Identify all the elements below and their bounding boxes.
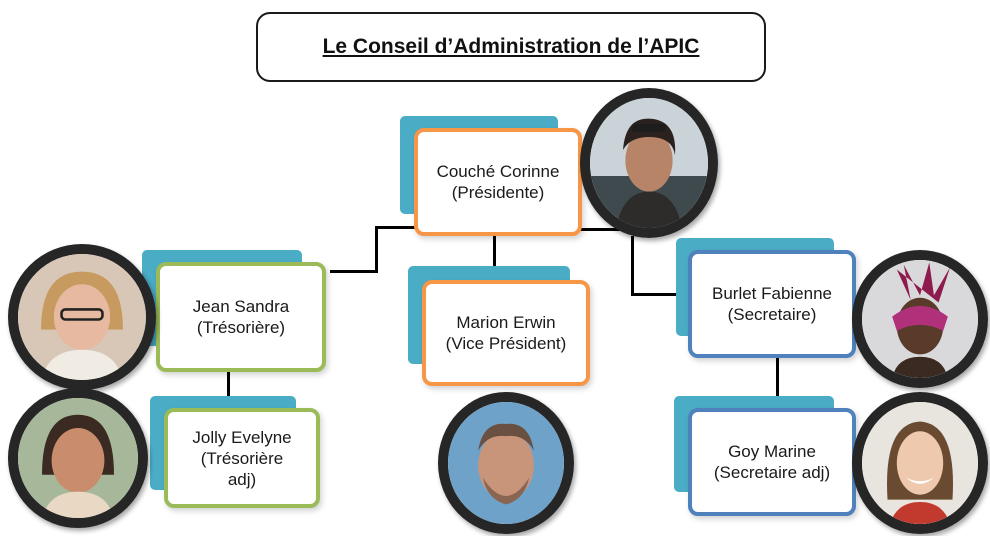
connector — [631, 236, 634, 296]
portrait-icon — [448, 402, 564, 524]
portrait-icon — [18, 254, 146, 380]
connector — [375, 226, 378, 272]
tresoriere-photo — [8, 244, 156, 390]
chart-title: Le Conseil d’Administration de l’APIC — [322, 35, 700, 58]
secretaire-adj-photo — [852, 392, 988, 534]
portrait-icon — [18, 398, 138, 518]
vice-president-name: Marion Erwin — [456, 313, 556, 332]
title-box: Le Conseil d’Administration de l’APIC — [256, 12, 766, 82]
connector — [580, 228, 634, 231]
connector — [227, 372, 230, 410]
vice-president-photo — [438, 392, 574, 534]
president-name: Couché Corinne — [436, 162, 560, 181]
secretaire-name: Burlet Fabienne — [711, 284, 833, 303]
president-card: Couché Corinne (Présidente) — [414, 128, 582, 236]
vice-president-card: Marion Erwin (Vice Président) — [422, 280, 590, 386]
secretaire-card: Burlet Fabienne (Secretaire) — [688, 250, 856, 358]
connector — [330, 270, 378, 273]
tresoriere-card: Jean Sandra (Trésorière) — [156, 262, 326, 372]
tresoriere-adj-name: Jolly Evelyne — [192, 427, 292, 447]
connector — [631, 293, 689, 296]
tresoriere-role: (Trésorière) — [196, 318, 286, 337]
connector — [375, 226, 417, 229]
tresoriere-name: Jean Sandra — [192, 297, 290, 316]
secretaire-adj-role: (Secretaire adj) — [713, 463, 831, 482]
secretaire-photo — [852, 250, 988, 388]
secretaire-role: (Secretaire) — [727, 305, 817, 324]
secretaire-adj-card: Goy Marine (Secretaire adj) — [688, 408, 856, 516]
vice-president-role: (Vice Président) — [445, 334, 567, 353]
tresoriere-adj-role: (Trésorière — [200, 448, 284, 468]
tresoriere-adj-photo — [8, 388, 148, 528]
connector — [493, 236, 496, 282]
tresoriere-adj-role-2: adj) — [227, 469, 257, 489]
portrait-icon — [862, 260, 978, 378]
portrait-icon — [862, 402, 978, 524]
president-role: (Présidente) — [451, 183, 545, 202]
portrait-icon — [590, 98, 708, 228]
president-photo — [580, 88, 718, 238]
tresoriere-adj-card: Jolly Evelyne (Trésorière adj) — [164, 408, 320, 508]
secretaire-adj-name: Goy Marine — [728, 442, 816, 461]
connector — [776, 357, 779, 409]
